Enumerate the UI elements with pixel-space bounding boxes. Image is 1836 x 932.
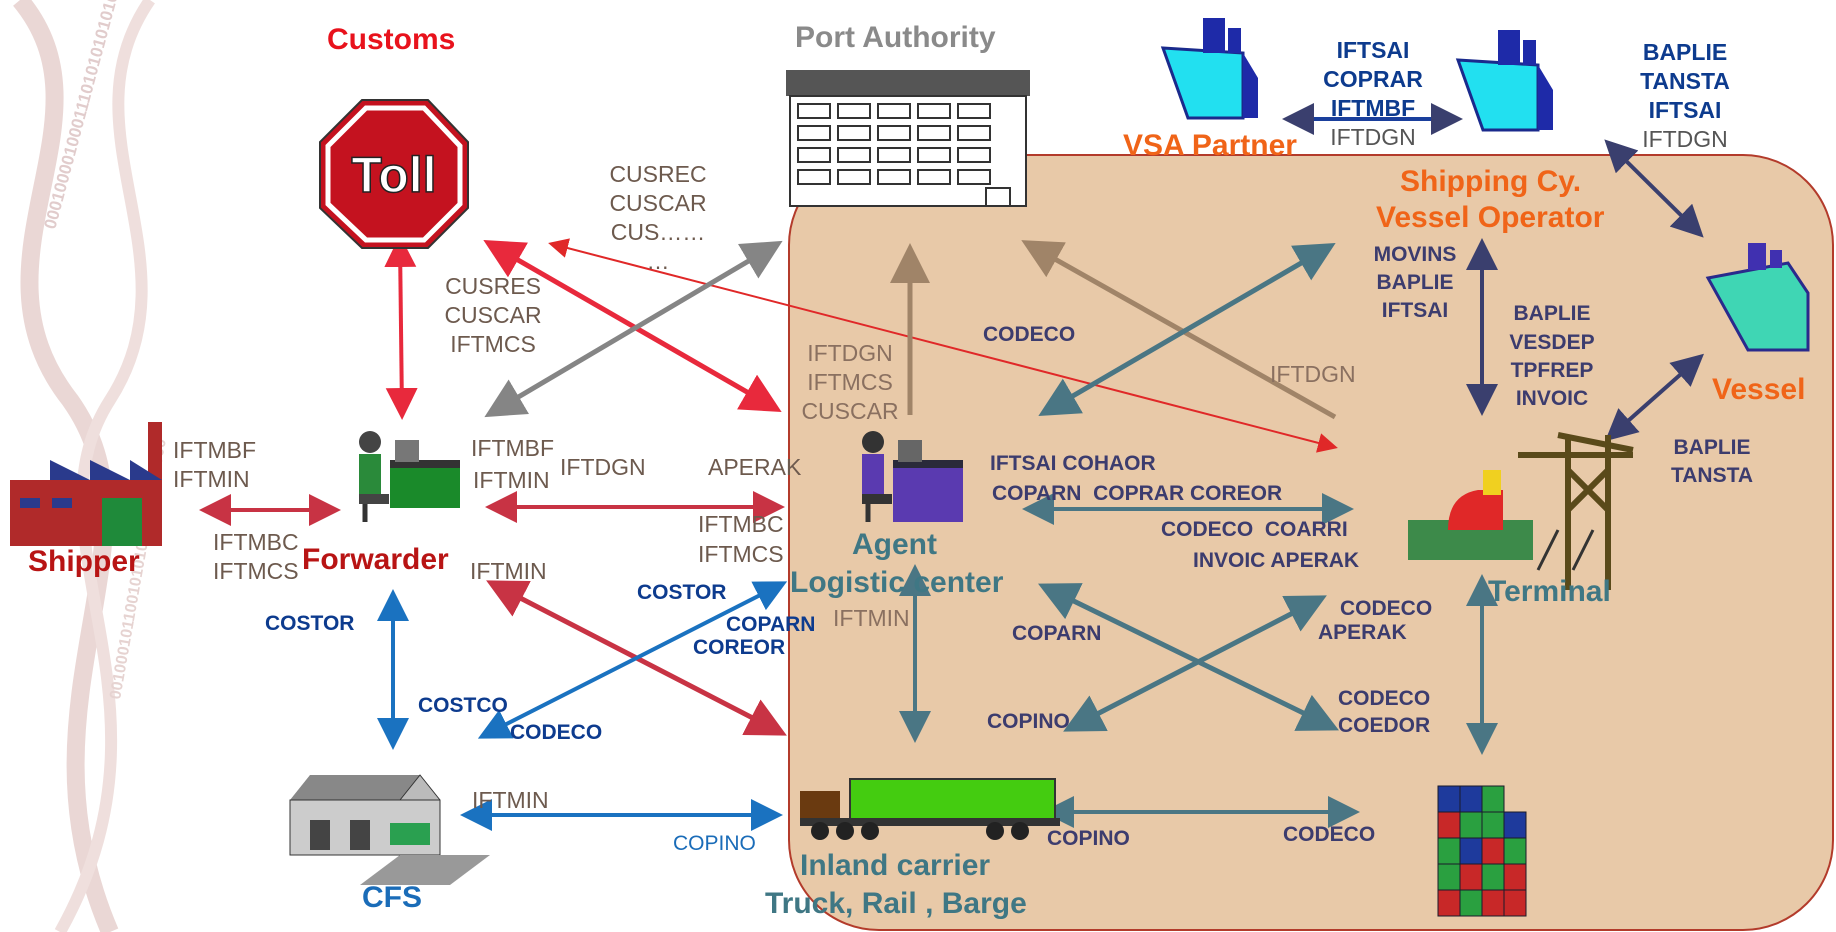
stop-sign-icon: Toll [319, 99, 469, 249]
actor-shipping-line-2: Vessel Operator [1376, 201, 1605, 234]
msg-label: BAPLIE [1642, 39, 1728, 65]
office-worker-icon [359, 431, 460, 522]
gantry-crane-icon [1408, 432, 1634, 590]
msg-label: INVOIC [1515, 387, 1589, 410]
container-stack-icon [1437, 785, 1527, 917]
msg-label: CODECO [983, 323, 1076, 346]
actor-agent: Agent [852, 528, 937, 561]
msg-label: IFTDGN [1270, 361, 1356, 387]
msg-label: BAPLIE [1673, 436, 1751, 459]
msg-label: IFTSAI COHAOR [990, 452, 1156, 475]
msg-label: IFTDGN [560, 454, 646, 480]
msg-label: CUSCAR [801, 398, 899, 424]
msg-label: BAPLIE [1513, 302, 1591, 325]
msg-label: IFTMIN [470, 558, 547, 584]
msg-label: MOVINS [1373, 243, 1457, 266]
msg-label: TPFREP [1510, 359, 1594, 382]
msg-label: CODECO COARRI [1161, 518, 1348, 541]
msg-label: CUSREC [609, 161, 707, 187]
msg-label: COPINO [673, 832, 756, 855]
msg-label: COSTCO [418, 694, 508, 717]
msg-label: CUSCAR [444, 302, 542, 328]
msg-label: IFTMIN [833, 605, 910, 631]
msg-label: CODECO [1283, 823, 1376, 846]
actor-port-authority: Port Authority [795, 21, 996, 54]
actor-forwarder: Forwarder [302, 543, 449, 576]
arrow-customs-forwarder [384, 235, 418, 420]
msg-label: IFTMCS [807, 369, 893, 395]
message-arrows [199, 103, 1704, 831]
actor-inland-carrier: Inland carrier [800, 849, 991, 882]
msg-label: TANSTA [1670, 464, 1754, 487]
msg-label: COEDOR [1338, 714, 1431, 737]
msg-label: IFTMBC [698, 511, 784, 537]
actor-terminal: Terminal [1488, 575, 1611, 608]
msg-label: APERAK [708, 454, 802, 480]
msg-label: IFTSAI [1381, 299, 1449, 322]
actor-shipper: Shipper [28, 545, 140, 578]
msg-label: VESDEP [1509, 331, 1595, 354]
msg-label: IFTSAI [1648, 97, 1722, 123]
msg-label: IFTMCS [450, 331, 536, 357]
actor-transport-modes: Truck, Rail , Barge [765, 887, 1027, 920]
msg-label: IFTMIN [173, 466, 250, 492]
arrow-shipping-vessel [1604, 139, 1704, 238]
msg-label: CUSRES [445, 273, 541, 299]
warehouse-icon [289, 774, 490, 885]
msg-label: COPINO [1047, 827, 1130, 850]
msg-label: CODECO [510, 721, 603, 744]
office-worker-icon [862, 431, 963, 522]
arrow-portauthority-forwarder [484, 240, 783, 418]
msg-label: … [646, 248, 670, 274]
container-ship-icon [1455, 30, 1553, 132]
msg-label: IFTMCS [698, 541, 784, 567]
container-ship-icon [1160, 18, 1258, 120]
msg-label: COREOR [693, 636, 786, 659]
msg-label: CODECO [1340, 597, 1433, 620]
arrow-vessel-terminal [1605, 353, 1704, 442]
msg-label: COSTOR [637, 581, 727, 604]
msg-label: BAPLIE [1376, 271, 1454, 294]
msg-label: COPARN [726, 613, 816, 636]
msg-label: COPARN [1012, 622, 1102, 645]
msg-label: IFTMBF [1330, 95, 1416, 121]
truck-icon [800, 778, 1060, 840]
msg-label: IFTDGN [1642, 126, 1728, 152]
msg-label: TANSTA [1640, 68, 1730, 94]
msg-label: APERAK [1318, 621, 1407, 644]
msg-label: COPRAR [1323, 66, 1423, 92]
arrow-agent-cfs [477, 581, 788, 739]
msg-label: IFTDGN [1330, 124, 1416, 150]
msg-label: IFTSAI [1336, 37, 1410, 63]
actor-customs: Customs [327, 23, 456, 56]
msg-label: IFTMBC [213, 529, 299, 555]
msg-label: CODECO [1338, 687, 1431, 710]
msg-label: IFTMBF [471, 435, 555, 461]
office-building-icon [786, 70, 1030, 207]
msg-label: IFTMIN [472, 787, 549, 813]
msg-label: CUS…… [610, 219, 706, 245]
actor-vsa-partner: VSA Partner [1123, 129, 1297, 162]
actor-shipping-line-1: Shipping Cy. [1400, 165, 1582, 198]
msg-label: IFTDGN [807, 340, 893, 366]
arrow-terminal-inland [1063, 595, 1327, 732]
msg-label: IFTMIN [473, 467, 550, 493]
msg-label: IFTMBF [173, 437, 257, 463]
toll-text: Toll [351, 147, 436, 203]
msg-label: COPINO [987, 710, 1070, 733]
msg-label: INVOIC APERAK [1193, 549, 1360, 572]
msg-label: IFTMCS [213, 558, 299, 584]
actor-vessel: Vessel [1712, 373, 1806, 406]
arrow-agent-shipping [1038, 242, 1336, 417]
factory-icon [10, 422, 162, 546]
actor-cfs: CFS [362, 881, 422, 914]
container-ship-icon [1705, 243, 1810, 352]
actor-logistic-center: Logistic center [790, 566, 1004, 599]
msg-label: COSTOR [265, 612, 355, 635]
msg-label: COPARN COPRAR COREOR [992, 482, 1283, 505]
msg-label: CUSCAR [609, 190, 707, 216]
